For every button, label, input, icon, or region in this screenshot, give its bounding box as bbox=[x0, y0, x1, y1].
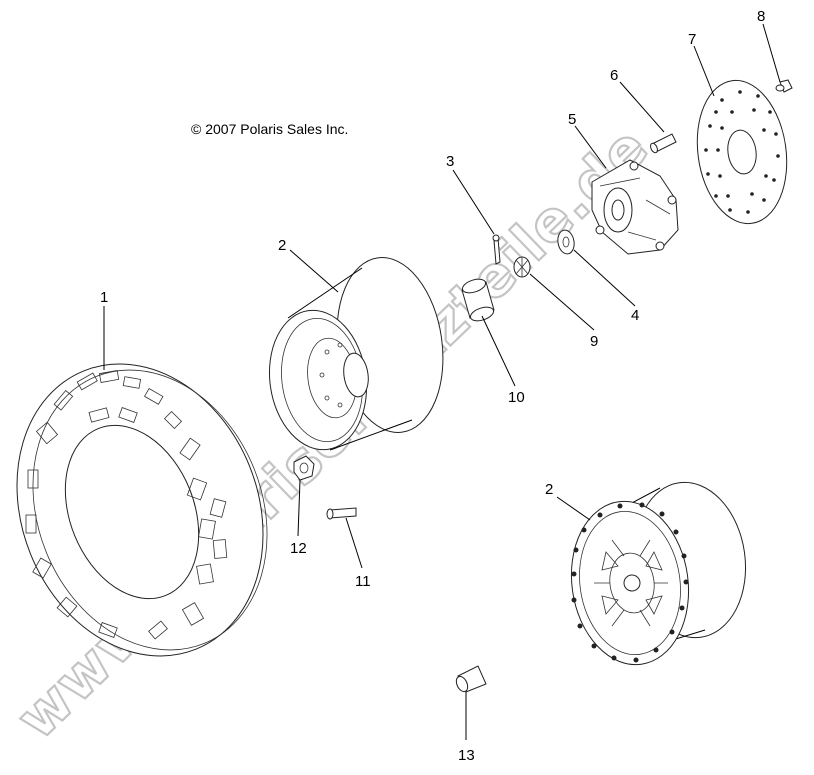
callout-7: 7 bbox=[688, 31, 696, 48]
wheel-rim-holes bbox=[571, 502, 689, 663]
callout-12: 12 bbox=[290, 540, 307, 557]
brake-disc bbox=[696, 79, 788, 225]
callout-2-lower: 2 bbox=[545, 481, 553, 498]
callout-13: 13 bbox=[458, 747, 475, 764]
leader-lines bbox=[103, 23, 781, 740]
washer bbox=[557, 229, 575, 255]
hub-cap bbox=[461, 278, 495, 322]
valve-stem bbox=[455, 665, 487, 693]
tire-tread bbox=[25, 370, 228, 640]
callout-5: 5 bbox=[568, 111, 576, 128]
callout-1: 1 bbox=[100, 289, 108, 306]
disc-holes bbox=[704, 90, 780, 214]
callout-6: 6 bbox=[610, 67, 618, 84]
callout-4: 4 bbox=[631, 307, 639, 324]
callout-3: 3 bbox=[446, 153, 454, 170]
aluminum-wheel bbox=[570, 481, 747, 666]
steel-wheel bbox=[268, 257, 444, 451]
hex-bolt bbox=[326, 507, 357, 520]
wheel-hub bbox=[591, 159, 679, 255]
copyright-text: © 2007 Polaris Sales Inc. bbox=[191, 121, 348, 137]
castle-nut bbox=[513, 256, 531, 278]
callout-2-upper: 2 bbox=[278, 237, 286, 254]
callout-10: 10 bbox=[508, 389, 525, 406]
cotter-pin bbox=[492, 234, 501, 265]
callout-8: 8 bbox=[757, 8, 765, 25]
disc-bolt bbox=[775, 79, 793, 93]
callout-9: 9 bbox=[590, 333, 598, 350]
lug-nut bbox=[293, 455, 315, 481]
callouts: 1 2 2 3 4 5 6 7 8 9 10 11 12 13 bbox=[100, 8, 765, 764]
wheel-spokes bbox=[594, 539, 668, 627]
wheel-stud bbox=[650, 133, 677, 154]
callout-11: 11 bbox=[355, 573, 371, 590]
tire bbox=[16, 363, 268, 657]
